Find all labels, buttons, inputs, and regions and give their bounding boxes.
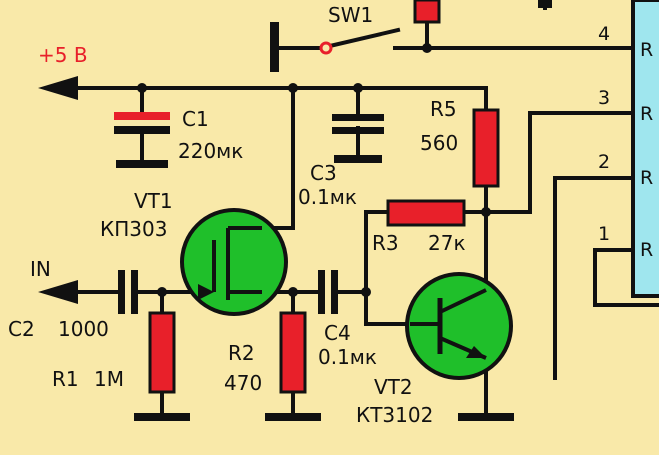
input-label: IN bbox=[30, 257, 51, 281]
c4-capacitor bbox=[318, 270, 338, 314]
r5-value: 560 bbox=[420, 131, 458, 155]
ground-symbols bbox=[134, 413, 514, 421]
vt2-name: VT2 bbox=[374, 375, 413, 399]
c3-value: 0.1мк bbox=[298, 185, 357, 209]
c1-capacitor bbox=[114, 112, 170, 168]
input-arrow bbox=[38, 280, 78, 304]
top-block bbox=[538, 0, 552, 8]
sw1-contact bbox=[319, 41, 333, 55]
ic-pin-4: 4 bbox=[598, 23, 610, 45]
r3-name: R3 bbox=[372, 231, 399, 255]
vt1-transistor bbox=[180, 208, 288, 316]
r2-name: R2 bbox=[228, 341, 255, 365]
r5-resistor bbox=[472, 108, 500, 188]
c3-capacitor bbox=[332, 114, 384, 163]
ic-chip bbox=[631, 0, 659, 298]
ic-pin-1: 1 bbox=[598, 223, 610, 245]
vt2-value: КТ3102 bbox=[356, 403, 433, 427]
c3-name: C3 bbox=[310, 161, 337, 185]
vt1-value: КП303 bbox=[100, 217, 167, 241]
vt2-transistor bbox=[405, 272, 513, 380]
r3-resistor bbox=[386, 199, 466, 227]
supply-label: +5 В bbox=[38, 43, 88, 67]
c4-value: 0.1мк bbox=[318, 345, 377, 369]
c4-name: C4 bbox=[324, 321, 351, 345]
c2-value: 1000 bbox=[58, 317, 109, 341]
r3-value: 27к bbox=[428, 231, 466, 255]
ic-pin-text-3: R bbox=[640, 103, 653, 125]
c2-capacitor bbox=[118, 270, 138, 314]
sw1-label: SW1 bbox=[328, 3, 373, 27]
supply-arrow bbox=[38, 76, 78, 100]
ic-pin-text-2: R bbox=[640, 167, 653, 189]
r2-resistor bbox=[279, 311, 307, 394]
ic-pin-text-1: R bbox=[640, 239, 653, 261]
r5-name: R5 bbox=[430, 97, 457, 121]
sw1-plate bbox=[270, 22, 279, 72]
ic-pin-3: 3 bbox=[598, 87, 610, 109]
ic-pin-2: 2 bbox=[598, 151, 610, 173]
r1-name: R1 bbox=[52, 367, 79, 391]
vt1-name: VT1 bbox=[134, 189, 173, 213]
c1-value: 220мк bbox=[178, 139, 243, 163]
top-resistor bbox=[413, 0, 441, 24]
c2-name: C2 bbox=[8, 317, 35, 341]
c1-name: C1 bbox=[182, 107, 209, 131]
r2-value: 470 bbox=[224, 371, 262, 395]
wires bbox=[58, 0, 659, 417]
r1-value: 1M bbox=[94, 367, 124, 391]
r1-resistor bbox=[148, 311, 176, 394]
junction-dots bbox=[137, 43, 491, 297]
ic-pin-text-4: R bbox=[640, 39, 653, 61]
frame-edge bbox=[0, 455, 659, 465]
